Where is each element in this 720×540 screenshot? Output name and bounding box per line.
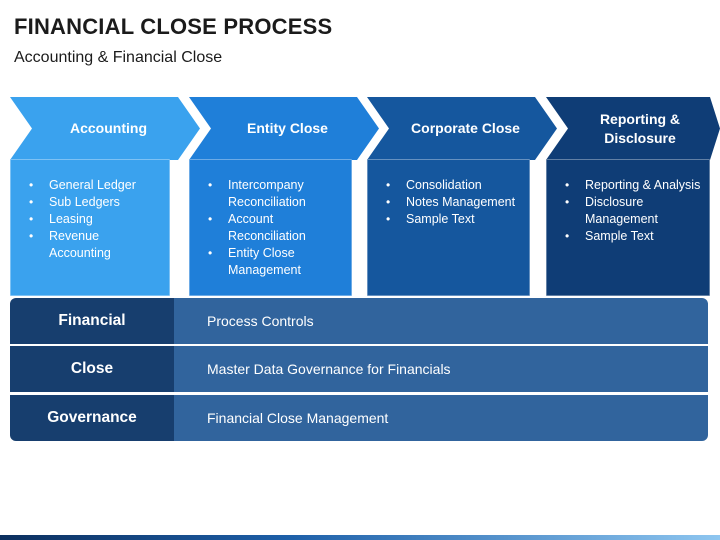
list-item: Intercompany Reconciliation [206,177,343,211]
list-item: Notes Management [384,194,521,211]
stage-label: Reporting & Disclosure [599,110,681,146]
governance-row-label: Close [10,346,174,392]
list-item: General Ledger [27,177,161,194]
stage-item-list: Reporting & Analysis Disclosure Manageme… [547,160,709,245]
stage-arrow-entity-close: Entity Close [189,97,379,160]
governance-row-label: Financial [10,298,174,344]
stage-item-list: Intercompany Reconciliation Account Reco… [190,160,351,279]
stage-box-corporate-close: Consolidation Notes Management Sample Te… [367,159,530,296]
list-item: Revenue Accounting [27,228,161,262]
stage-box-entity-close: Intercompany Reconciliation Account Reco… [189,159,352,296]
governance-row-close: Close Master Data Governance for Financi… [10,346,708,392]
stage-arrow-reporting-disclosure: Reporting & Disclosure [546,97,720,160]
list-item: Sample Text [563,228,701,245]
stage-arrow-corporate-close: Corporate Close [367,97,557,160]
list-item: Sample Text [384,211,521,228]
arrow-shape [189,97,379,160]
stage-box-reporting-disclosure: Reporting & Analysis Disclosure Manageme… [546,159,710,296]
page-subtitle: Accounting & Financial Close [14,49,223,66]
governance-row-governance: Governance Financial Close Management [10,395,708,441]
list-item: Reporting & Analysis [563,177,701,194]
stage-box-accounting: General Ledger Sub Ledgers Leasing Reven… [10,159,170,296]
list-item: Consolidation [384,177,521,194]
stage-item-list: Consolidation Notes Management Sample Te… [368,160,529,228]
list-item: Account Reconciliation [206,211,343,245]
list-item: Leasing [27,211,161,228]
governance-row-text: Master Data Governance for Financials [174,346,708,392]
arrow-shape [546,97,720,160]
stage-arrow-accounting: Accounting [10,97,200,160]
governance-row-text: Financial Close Management [174,395,708,441]
arrow-shape [367,97,557,160]
stage-label: Entity Close [247,120,328,136]
arrow-shape [10,97,200,160]
list-item: Disclosure Management [563,194,701,228]
stage-item-list: General Ledger Sub Ledgers Leasing Reven… [11,160,169,262]
list-item: Entity Close Management [206,245,343,279]
stage-label: Corporate Close [411,120,520,136]
governance-row-financial: Financial Process Controls [10,298,708,344]
decorative-footer-strip [0,535,720,540]
list-item: Sub Ledgers [27,194,161,211]
page-title: FINANCIAL CLOSE PROCESS [14,14,333,39]
governance-row-label: Governance [10,395,174,441]
stage-label: Accounting [70,120,147,136]
governance-row-text: Process Controls [174,298,708,344]
